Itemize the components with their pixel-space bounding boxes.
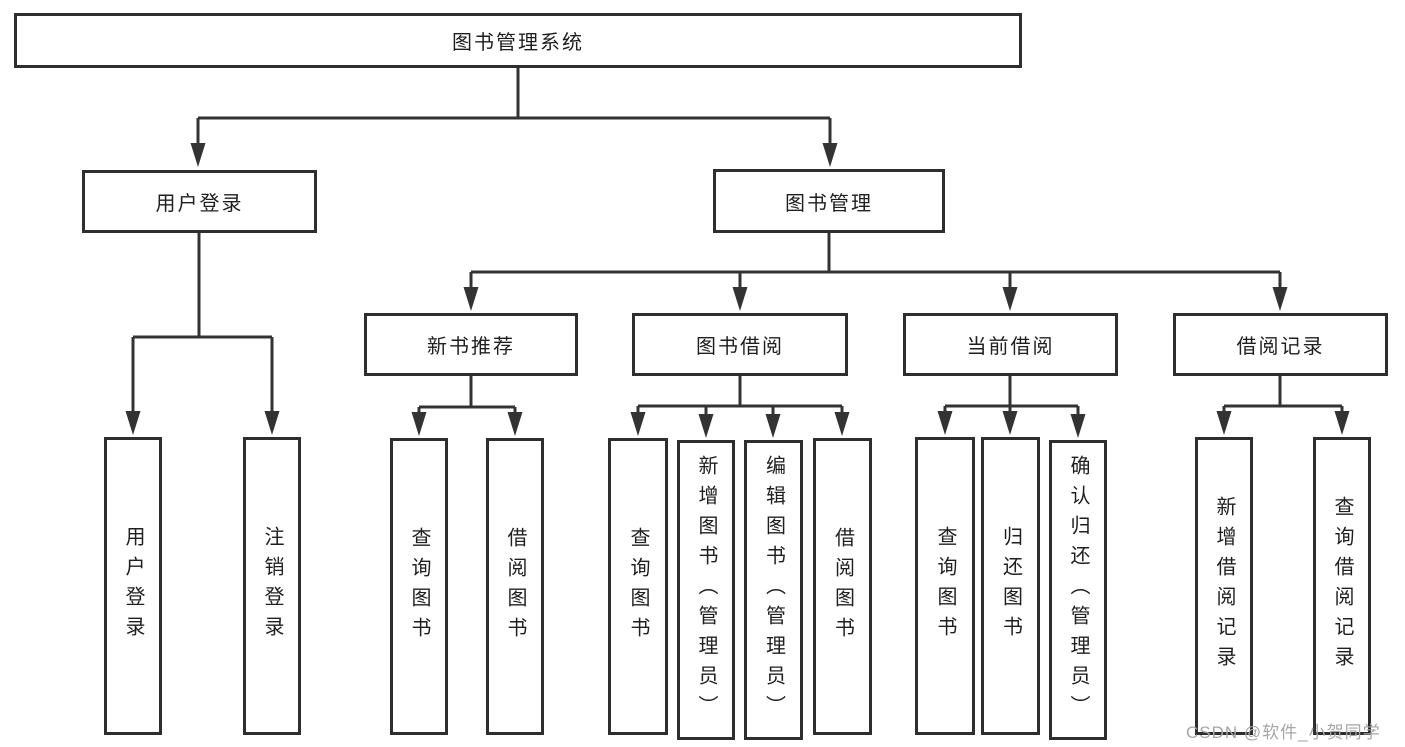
node-library-management-system: 图书管理系统 — [14, 13, 1022, 68]
node-query-books-current: 查询图书 — [915, 437, 975, 735]
node-book-management-group: 图书管理 — [713, 169, 945, 233]
node-query-books-borrow: 查询图书 — [608, 438, 668, 735]
node-logout-action: 注销登录 — [243, 437, 301, 735]
node-book-borrowing: 图书借阅 — [632, 313, 848, 376]
node-query-books-recommend: 查询图书 — [390, 438, 448, 735]
node-user-login-group: 用户登录 — [82, 170, 317, 233]
node-borrow-books-recommend: 借阅图书 — [486, 438, 544, 735]
node-add-books-admin: 新增图书（管理员） — [677, 440, 735, 740]
node-current-borrowing: 当前借阅 — [903, 313, 1118, 376]
arrowheads — [125, 143, 1350, 438]
node-borrowing-records: 借阅记录 — [1173, 313, 1388, 376]
node-query-borrow-record: 查询借阅记录 — [1313, 437, 1371, 735]
csdn-watermark: CSDN @软件_小贺同学 — [1186, 723, 1381, 742]
node-return-books: 归还图书 — [981, 437, 1040, 735]
node-confirm-return-admin: 确认归还（管理员） — [1049, 440, 1107, 740]
node-add-borrow-record: 新增借阅记录 — [1195, 437, 1253, 735]
node-user-login-action: 用户登录 — [104, 437, 162, 735]
node-edit-books-admin: 编辑图书（管理员） — [744, 440, 803, 740]
node-borrow-books-borrow: 借阅图书 — [813, 438, 872, 735]
node-new-book-recommendation: 新书推荐 — [364, 313, 578, 376]
